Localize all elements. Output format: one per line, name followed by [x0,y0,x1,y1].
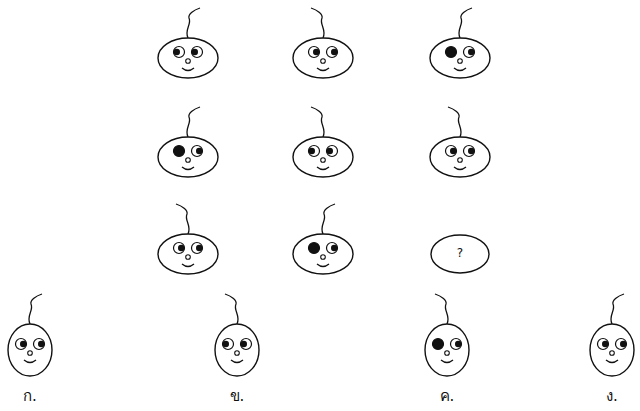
face [158,107,218,177]
choice-face [215,294,259,376]
choice-letter: ข. [230,387,245,405]
face [293,107,353,177]
choice-letter: ค. [440,387,455,405]
choice-face [590,294,634,376]
face [158,8,218,78]
choice-letter: ง. [606,387,618,405]
choice-face [8,294,52,376]
question-ellipse: ? [430,234,490,274]
face [430,107,490,177]
face [293,204,353,274]
question-mark: ? [457,247,463,260]
face [293,8,353,78]
choice-face [425,294,469,376]
face [430,8,490,78]
face [158,204,218,274]
choice-letter: ก. [23,387,37,405]
